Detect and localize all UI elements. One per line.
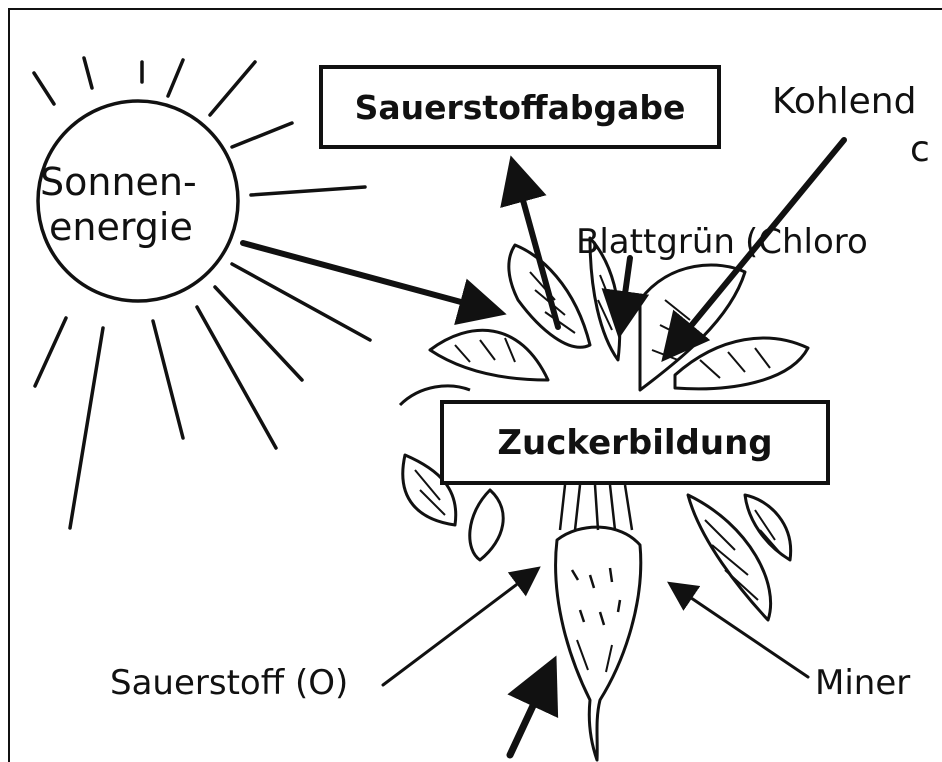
oxygen-release-box: Sauerstoffabgabe <box>319 65 721 149</box>
oxygen-intake-arrow <box>383 570 536 685</box>
chlorophyll-label-2: (Chloro <box>745 225 868 259</box>
carbon-dioxide-fragment: c <box>910 132 930 168</box>
carbon-dioxide-label: Kohlend <box>772 84 916 120</box>
sun-label-line2: energie <box>49 208 193 246</box>
chlorophyll-arrow <box>620 258 630 330</box>
sugar-formation-box: Zuckerbildung <box>440 400 830 485</box>
sun-energy-arrow <box>243 243 498 312</box>
water-arrow <box>510 665 552 755</box>
chlorophyll-label: Blattgrün <box>576 225 735 259</box>
minerals-arrow <box>672 585 808 677</box>
oxygen-intake-label: Sauerstoff (O) <box>110 666 348 700</box>
sun-label-line1: Sonnen- <box>40 163 197 201</box>
minerals-label: Miner <box>815 666 910 700</box>
sugar-beet-plant <box>400 238 808 760</box>
